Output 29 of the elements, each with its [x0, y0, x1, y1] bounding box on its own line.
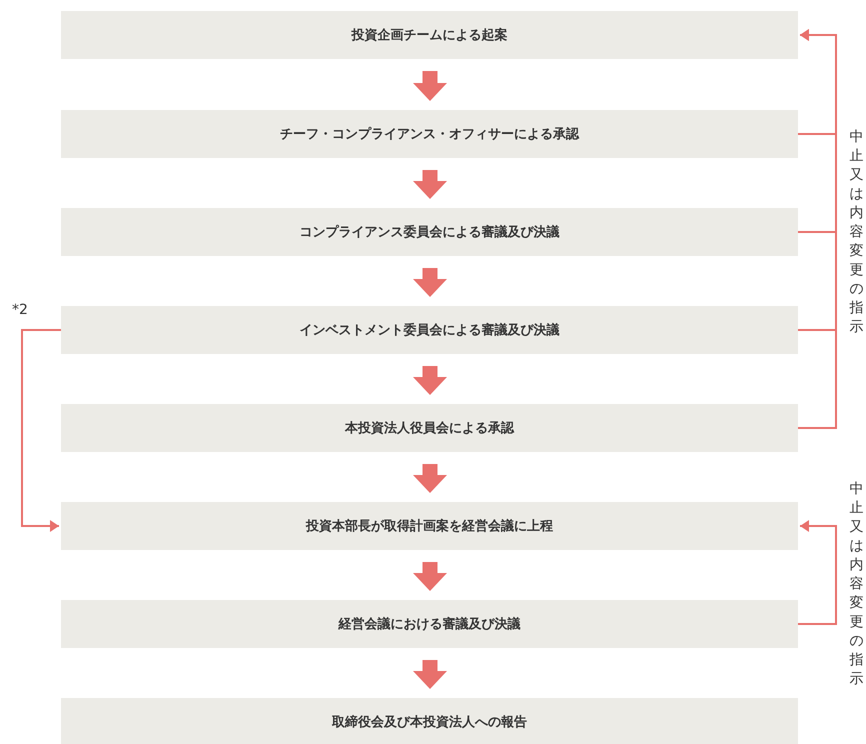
step-text: インベストメント委員会による審議及び決議 — [300, 322, 560, 339]
process-box — [61, 404, 798, 452]
vertical-note: 中止又は内容変更の指示 — [849, 480, 864, 689]
block-arrow — [413, 464, 447, 493]
process-box — [61, 600, 798, 648]
step-text: 経営会議における審議及び決議 — [338, 616, 520, 633]
step-text: 本投資法人役員会による承認 — [345, 420, 514, 437]
step-text: 投資本部長が取得計画案を経営会議に上程 — [306, 518, 553, 535]
process-box — [61, 110, 798, 158]
step-text: チーフ・コンプライアンス・オフィサーによる承認 — [280, 126, 579, 143]
process-box — [61, 698, 798, 744]
process-box — [61, 208, 798, 256]
footnote-mark: *2 — [12, 302, 28, 318]
process-box — [61, 11, 798, 59]
block-arrow — [413, 660, 447, 689]
block-arrow — [413, 562, 447, 591]
process-box — [61, 306, 798, 354]
feedback-arrow — [798, 520, 837, 625]
block-arrow — [413, 170, 447, 199]
step-text: コンプライアンス委員会による審議及び決議 — [300, 224, 560, 241]
step-text: 投資企画チームによる起案 — [352, 26, 508, 44]
step-text: 取締役会及び本投資法人への報告 — [332, 714, 527, 731]
block-arrow — [413, 366, 447, 395]
feedback-arrow — [798, 29, 837, 429]
vertical-note: 中止又は内容変更の指示 — [849, 128, 864, 337]
block-arrow — [413, 71, 447, 101]
block-arrow — [413, 268, 447, 297]
process-box — [61, 502, 798, 550]
feedback-arrow — [21, 329, 61, 532]
